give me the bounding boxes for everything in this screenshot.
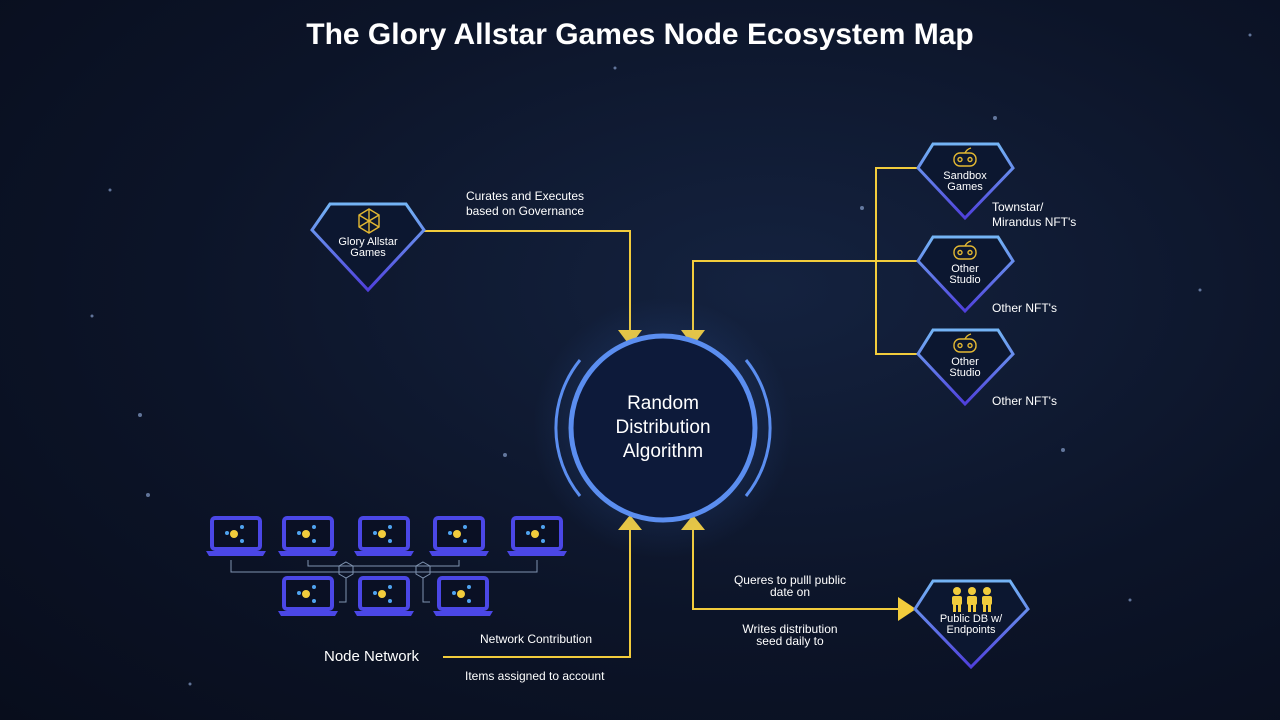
page-title: The Glory Allstar Games Node Ecosystem M… [306, 18, 974, 51]
laptop-icon [278, 576, 338, 616]
laptop-icon [433, 576, 493, 616]
users-icon [952, 587, 992, 612]
gamepad-icon [953, 333, 977, 353]
arrow-right-icon [898, 597, 916, 621]
publicdb-label: Public DB w/Endpoints [939, 613, 1003, 636]
gem-studio-1 [916, 235, 1015, 314]
gamepad-icon [953, 147, 977, 167]
sandbox-nft-label: Townstar/Mirandus NFT's [992, 200, 1077, 229]
hexagon-cube-icon [358, 208, 380, 234]
laptop-icon [206, 516, 266, 556]
gem-publicdb [913, 579, 1030, 670]
contribution-label: Network Contribution [480, 632, 593, 646]
algorithm-node [533, 298, 793, 558]
laptop-icon [507, 516, 567, 556]
studio-2-nft-label: Other NFT's [992, 394, 1057, 408]
gem-sandbox [916, 142, 1015, 221]
gamepad-icon [953, 240, 977, 260]
laptop-icon [354, 516, 414, 556]
stars [90, 33, 1252, 686]
items-label: Items assigned to account [465, 669, 605, 683]
node-network-label: Node Network [324, 648, 420, 665]
gem-glory [310, 202, 426, 293]
studio-1-nft-label: Other NFT's [992, 301, 1057, 315]
connectors [424, 167, 918, 658]
laptop-icon [354, 576, 414, 616]
gem-studio-2 [916, 328, 1015, 407]
laptop-icon [429, 516, 489, 556]
network-wiring [230, 560, 538, 603]
laptop-group [206, 516, 567, 616]
laptop-icon [278, 516, 338, 556]
